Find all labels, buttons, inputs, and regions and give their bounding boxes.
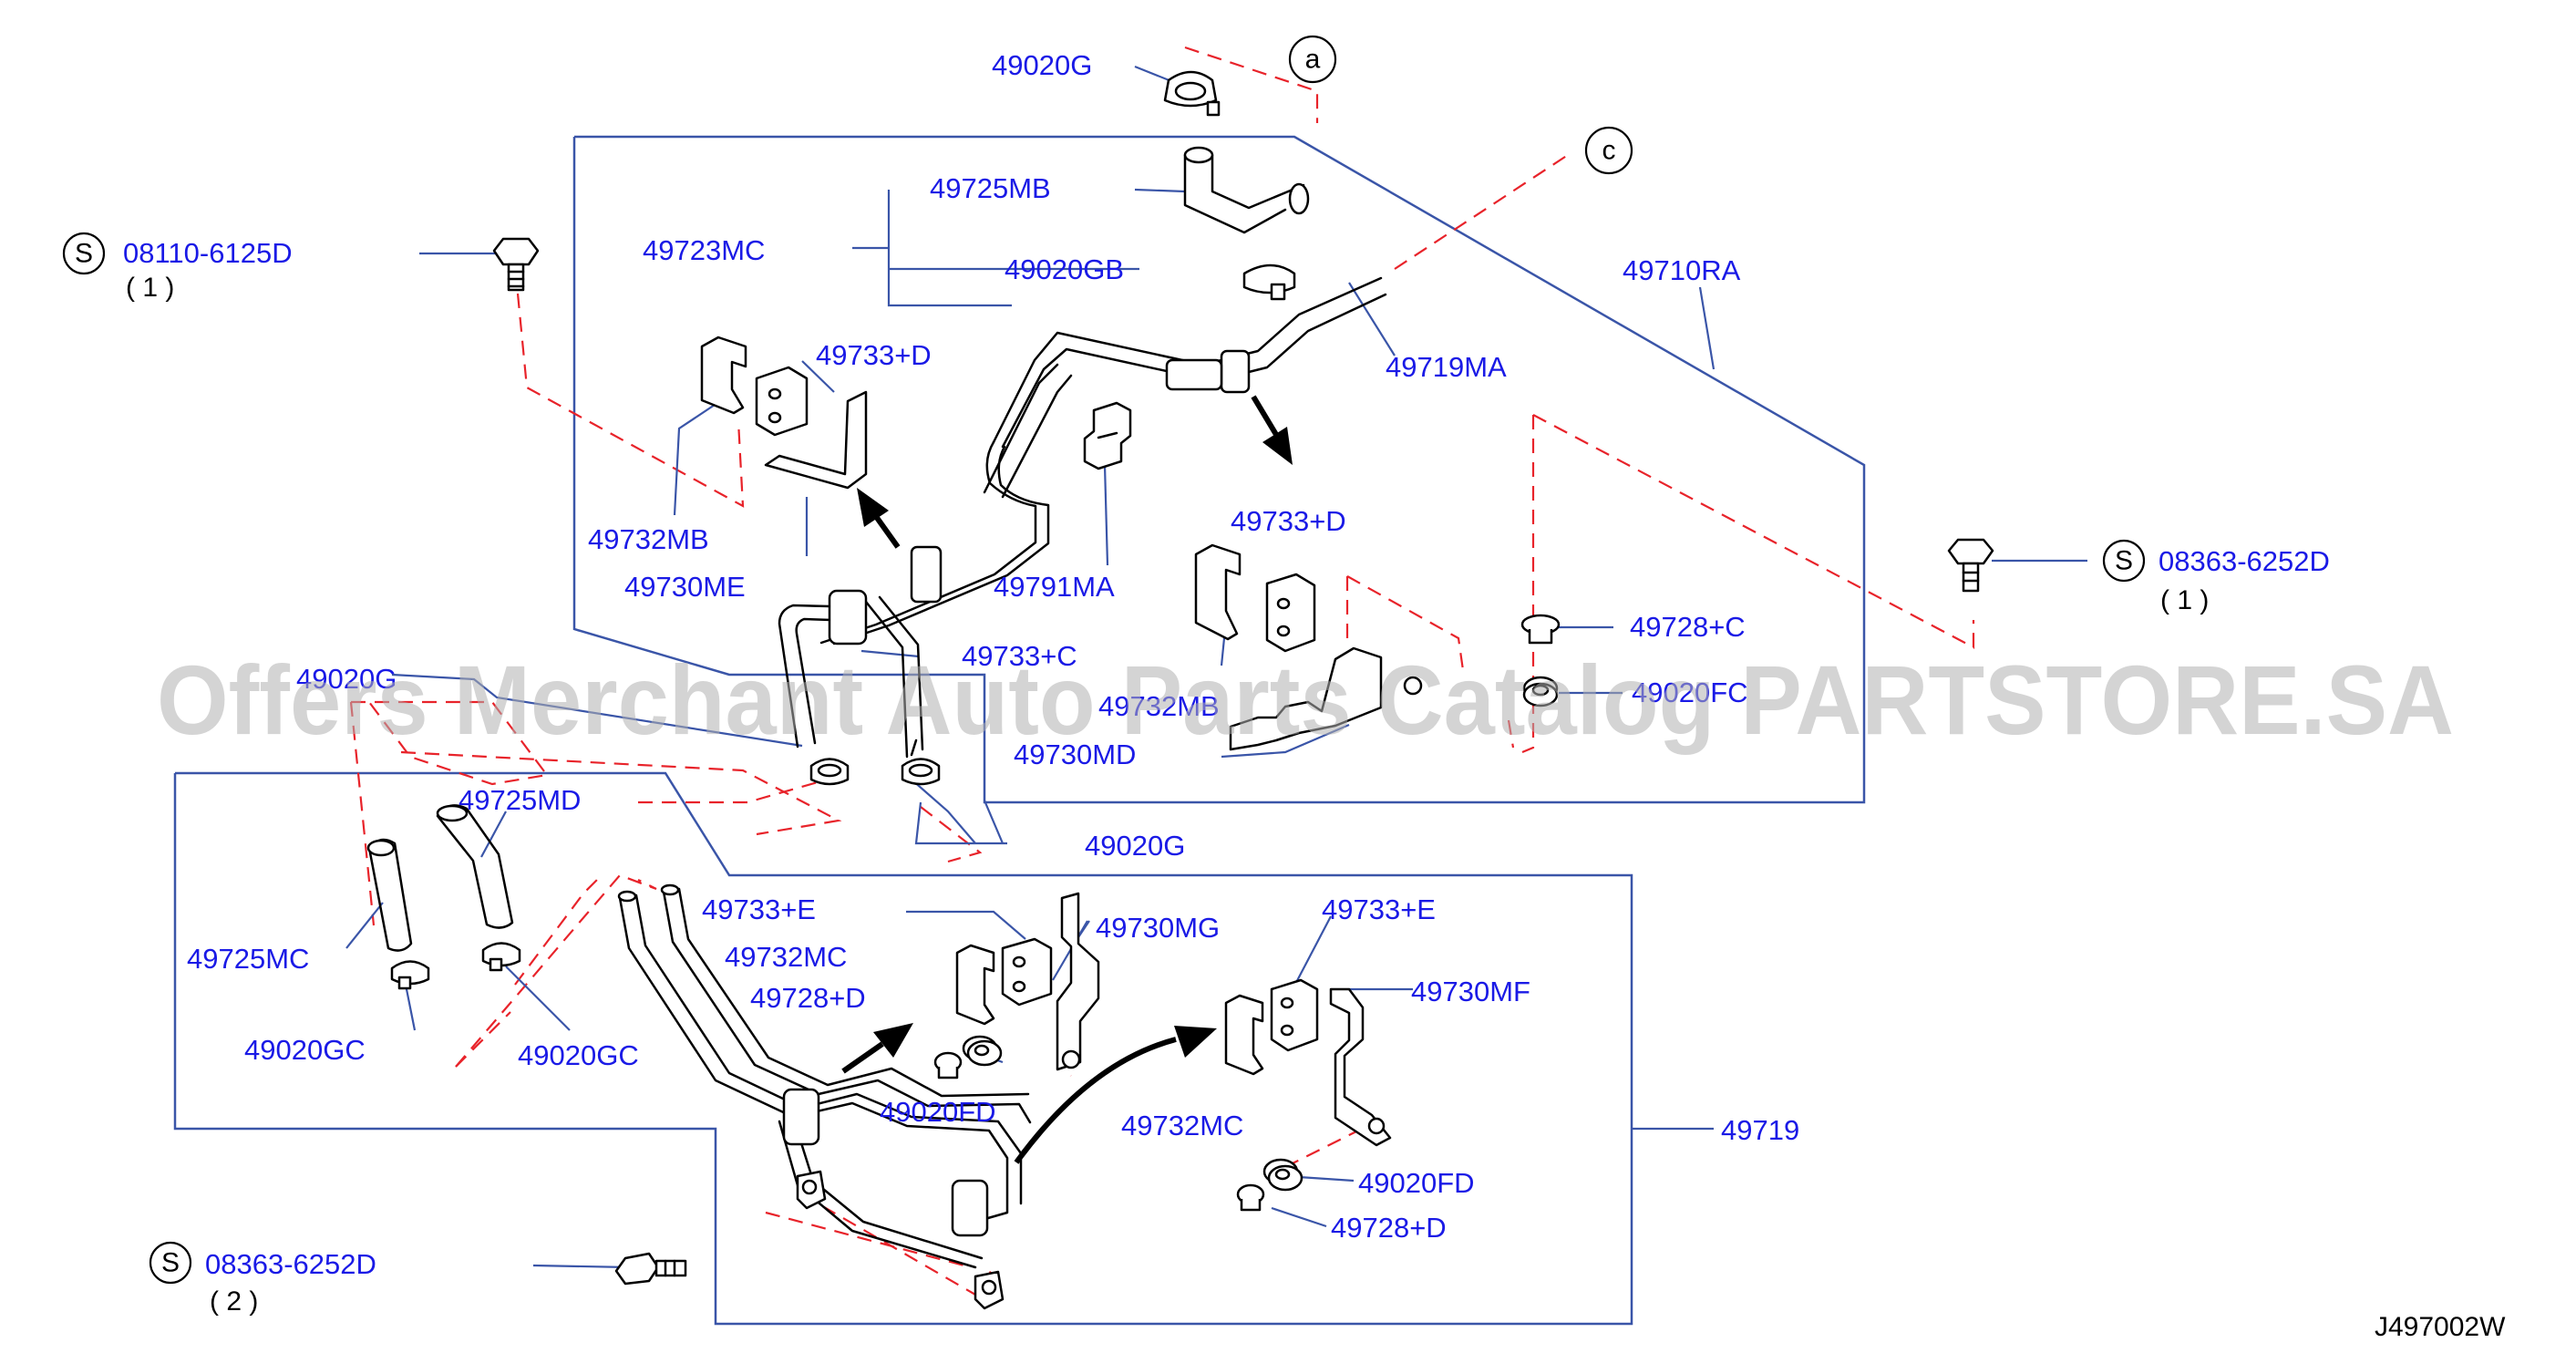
svg-text:S: S: [75, 239, 93, 269]
label-49020FC: 49020FC: [1632, 676, 1748, 708]
clip-49791MA: [1083, 401, 1132, 470]
leader-lines: [345, 65, 2087, 1269]
clamp-49020GB: [1242, 263, 1296, 301]
callout-s-08110: S: [62, 232, 106, 275]
clip-49732MB: [700, 336, 747, 415]
label-49725MB: 49725MB: [930, 172, 1051, 204]
label-08110-qty: ( 1 ): [126, 273, 174, 303]
label-49733E-a: 49733+E: [702, 893, 816, 925]
label-49732MC-b: 49732MC: [1121, 1110, 1243, 1141]
diagram-code: J497002W: [2375, 1312, 2506, 1342]
label-49723MC: 49723MC: [643, 234, 765, 266]
label-49733E-b: 49733+E: [1322, 893, 1436, 925]
clamp-49020GC-b: [481, 942, 521, 972]
grommet-49728C: [1520, 614, 1561, 645]
label-49732MB: 49732MB: [588, 523, 709, 555]
clip-49732MC-b: [1224, 994, 1264, 1076]
label-49020G-top: 49020G: [992, 49, 1092, 81]
label-08363-right-qty: ( 1 ): [2160, 585, 2209, 615]
callout-s-08363-bottom: S: [149, 1241, 192, 1285]
clamp-49020G-mid: [901, 738, 941, 786]
label-08363-bottom-qty: ( 2 ): [210, 1286, 258, 1317]
label-49725MD: 49725MD: [459, 784, 581, 816]
label-49020FD-b: 49020FD: [1358, 1167, 1475, 1199]
grommet-49733E-b: [1270, 978, 1319, 1052]
grommet-49020FD-b: [1262, 1158, 1303, 1192]
clip-49732MB-mid: [1194, 543, 1242, 641]
label-49730MG: 49730MG: [1096, 912, 1220, 944]
tube-49719MA: [778, 276, 1387, 759]
hose-49725MD: [436, 804, 514, 929]
label-49730MF: 49730MF: [1411, 976, 1530, 1007]
part-labels: 49020G 49725MB 49723MC 49020GB 08110-612…: [123, 49, 2330, 1317]
clip-49732MC-a: [955, 944, 995, 1026]
svg-text:c: c: [1602, 136, 1616, 166]
grommet-49020FC: [1522, 676, 1559, 707]
grommet-49733E-a: [1001, 937, 1053, 1007]
label-08363-6252D-right: 08363-6252D: [2159, 545, 2330, 577]
label-49730ME: 49730ME: [624, 571, 746, 603]
label-49020G-mid: 49020G: [1085, 830, 1185, 862]
callout-a: a: [1288, 35, 1337, 84]
callout-s-08363-right: S: [2102, 539, 2146, 583]
label-49728D-a: 49728+D: [750, 982, 866, 1014]
bolt-08363-6252D-right: [1947, 538, 1994, 593]
direction-arrows: [841, 395, 1293, 1164]
label-49732MC-a: 49732MC: [725, 941, 847, 973]
tube-49719: [617, 883, 1032, 1310]
label-49791MA: 49791MA: [994, 571, 1115, 603]
bracket-49730MG: [1056, 892, 1100, 1071]
grommet-49733D-b: [1265, 573, 1316, 653]
label-49733D-a: 49733+D: [816, 339, 932, 371]
svg-text:a: a: [1305, 45, 1321, 75]
bracket-49730MF: [1329, 987, 1392, 1147]
label-49020G-left: 49020G: [296, 663, 397, 695]
label-49725MC: 49725MC: [187, 943, 309, 975]
lower-assembly-outline: [173, 771, 1633, 1326]
label-49732MB-mid: 49732MB: [1098, 690, 1220, 722]
bolt-49728D-b: [1236, 1183, 1265, 1212]
label-49733C: 49733+C: [962, 640, 1077, 672]
grommet-49733D-a: [755, 366, 809, 437]
bolt-08363-6252D-bottom: [614, 1252, 687, 1286]
label-49728D-b: 49728+D: [1331, 1212, 1447, 1244]
label-49728C: 49728+C: [1630, 611, 1746, 643]
label-49710RA: 49710RA: [1623, 254, 1741, 286]
clamp-49020G-left: [809, 758, 850, 786]
label-08110-6125D: 08110-6125D: [123, 237, 293, 269]
grommet-49020FD-a: [962, 1035, 1003, 1067]
clamp-49020GC-a: [390, 960, 430, 990]
watermark-text: Offers Merchant Auto Parts Catalog PARTS…: [157, 645, 2454, 755]
hose-49725MC: [366, 838, 413, 952]
label-49730MD: 49730MD: [1014, 738, 1136, 770]
bolt-08110-6125D: [492, 237, 540, 292]
label-49719MA: 49719MA: [1386, 351, 1507, 383]
bracket-49730ME: [764, 390, 868, 490]
svg-text:S: S: [2115, 546, 2133, 576]
hose-49725MB: [1183, 146, 1310, 234]
label-08363-6252D-bottom: 08363-6252D: [205, 1248, 376, 1280]
label-49020GB: 49020GB: [1005, 253, 1124, 285]
bolt-49728D-a: [933, 1051, 963, 1079]
label-49020FD-a: 49020FD: [880, 1096, 996, 1128]
svg-text:S: S: [161, 1248, 180, 1278]
label-49020GC-a: 49020GC: [244, 1034, 366, 1066]
label-49719: 49719: [1721, 1114, 1799, 1146]
callout-c: c: [1584, 126, 1633, 175]
label-49020GC-b: 49020GC: [518, 1039, 639, 1071]
clamp-49020G-top: [1163, 70, 1221, 117]
bracket-49730MD: [1229, 646, 1423, 751]
label-49733D-b: 49733+D: [1231, 505, 1346, 537]
